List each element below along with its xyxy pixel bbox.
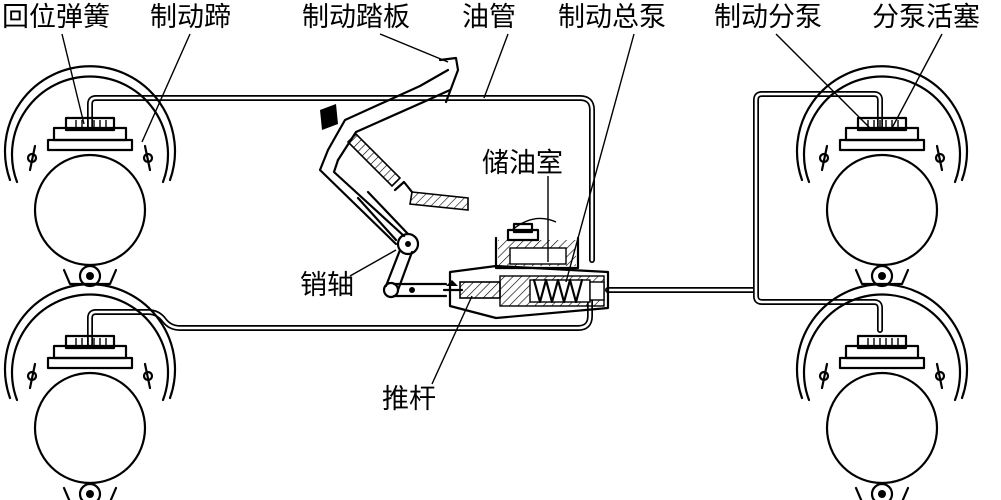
master-cylinder-assembly (442, 217, 610, 320)
label-oil-pipe: 油管 (462, 2, 516, 33)
label-master-cylinder: 制动总泵 (558, 2, 666, 33)
brake-pedal-assembly (318, 56, 469, 299)
label-return-spring: 回位弹簧 (2, 2, 110, 33)
label-wheel-cylinder: 制动分泵 (714, 2, 822, 33)
label-reservoir: 储油室 (482, 148, 563, 179)
leader-lines (61, 33, 943, 385)
label-pin-shaft: 销轴 (300, 270, 354, 301)
label-wheel-piston: 分泵活塞 (872, 2, 980, 33)
label-push-rod: 推杆 (382, 384, 436, 415)
oil-pipes (87, 91, 883, 347)
label-brake-shoe: 制动蹄 (150, 2, 231, 33)
label-brake-pedal: 制动踏板 (302, 2, 410, 33)
